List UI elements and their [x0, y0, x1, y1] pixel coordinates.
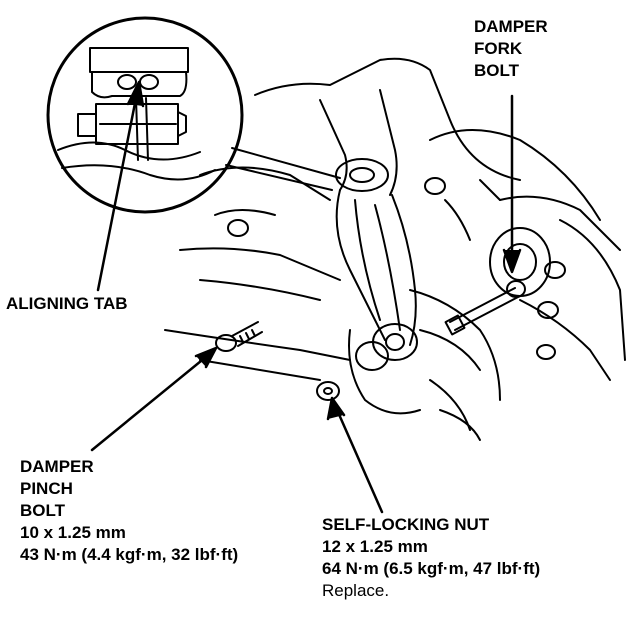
- damper-fork-bolt: [444, 280, 526, 336]
- damper-fork-bolt-label-line3: BOLT: [474, 61, 520, 80]
- damper-pinch-bolt-size: 10 x 1.25 mm: [20, 523, 126, 542]
- self-locking-nut-name: SELF-LOCKING NUT: [322, 515, 490, 534]
- damper-pinch-bolt: [215, 321, 263, 352]
- aligning-tab-label: ALIGNING TAB: [6, 293, 128, 315]
- self-locking-nut-size: 12 x 1.25 mm: [322, 537, 428, 556]
- damper-pinch-bolt-label-line1: DAMPER: [20, 457, 94, 476]
- detail-magnifier: [46, 16, 341, 214]
- damper-pinch-bolt-label-line3: BOLT: [20, 501, 66, 520]
- aligning-tab-label-text: ALIGNING TAB: [6, 294, 128, 313]
- damper-pinch-bolt-torque: 43 N·m (4.4 kgf·m, 32 lbf·ft): [20, 545, 239, 564]
- damper-fork-bolt-label-line2: FORK: [474, 39, 523, 58]
- damper-fork-bolt-label-line1: DAMPER: [474, 17, 548, 36]
- damper-pinch-bolt-label: DAMPER PINCH BOLT 10 x 1.25 mm 43 N·m (4…: [20, 456, 238, 566]
- self-locking-nut-note: Replace.: [322, 581, 390, 600]
- self-locking-nut-torque: 64 N·m (6.5 kgf·m, 47 lbf·ft): [322, 559, 541, 578]
- damper-pinch-bolt-label-line2: PINCH: [20, 479, 73, 498]
- leader-arrows: [90, 80, 522, 514]
- damper-fork-bolt-label: DAMPER FORK BOLT: [474, 16, 548, 82]
- damper-fork: [254, 57, 521, 415]
- brake-hub: [424, 129, 626, 381]
- knuckle-body: [164, 166, 501, 441]
- self-locking-nut: [316, 381, 340, 401]
- self-locking-nut-label: SELF-LOCKING NUT 12 x 1.25 mm 64 N·m (6.…: [322, 514, 540, 602]
